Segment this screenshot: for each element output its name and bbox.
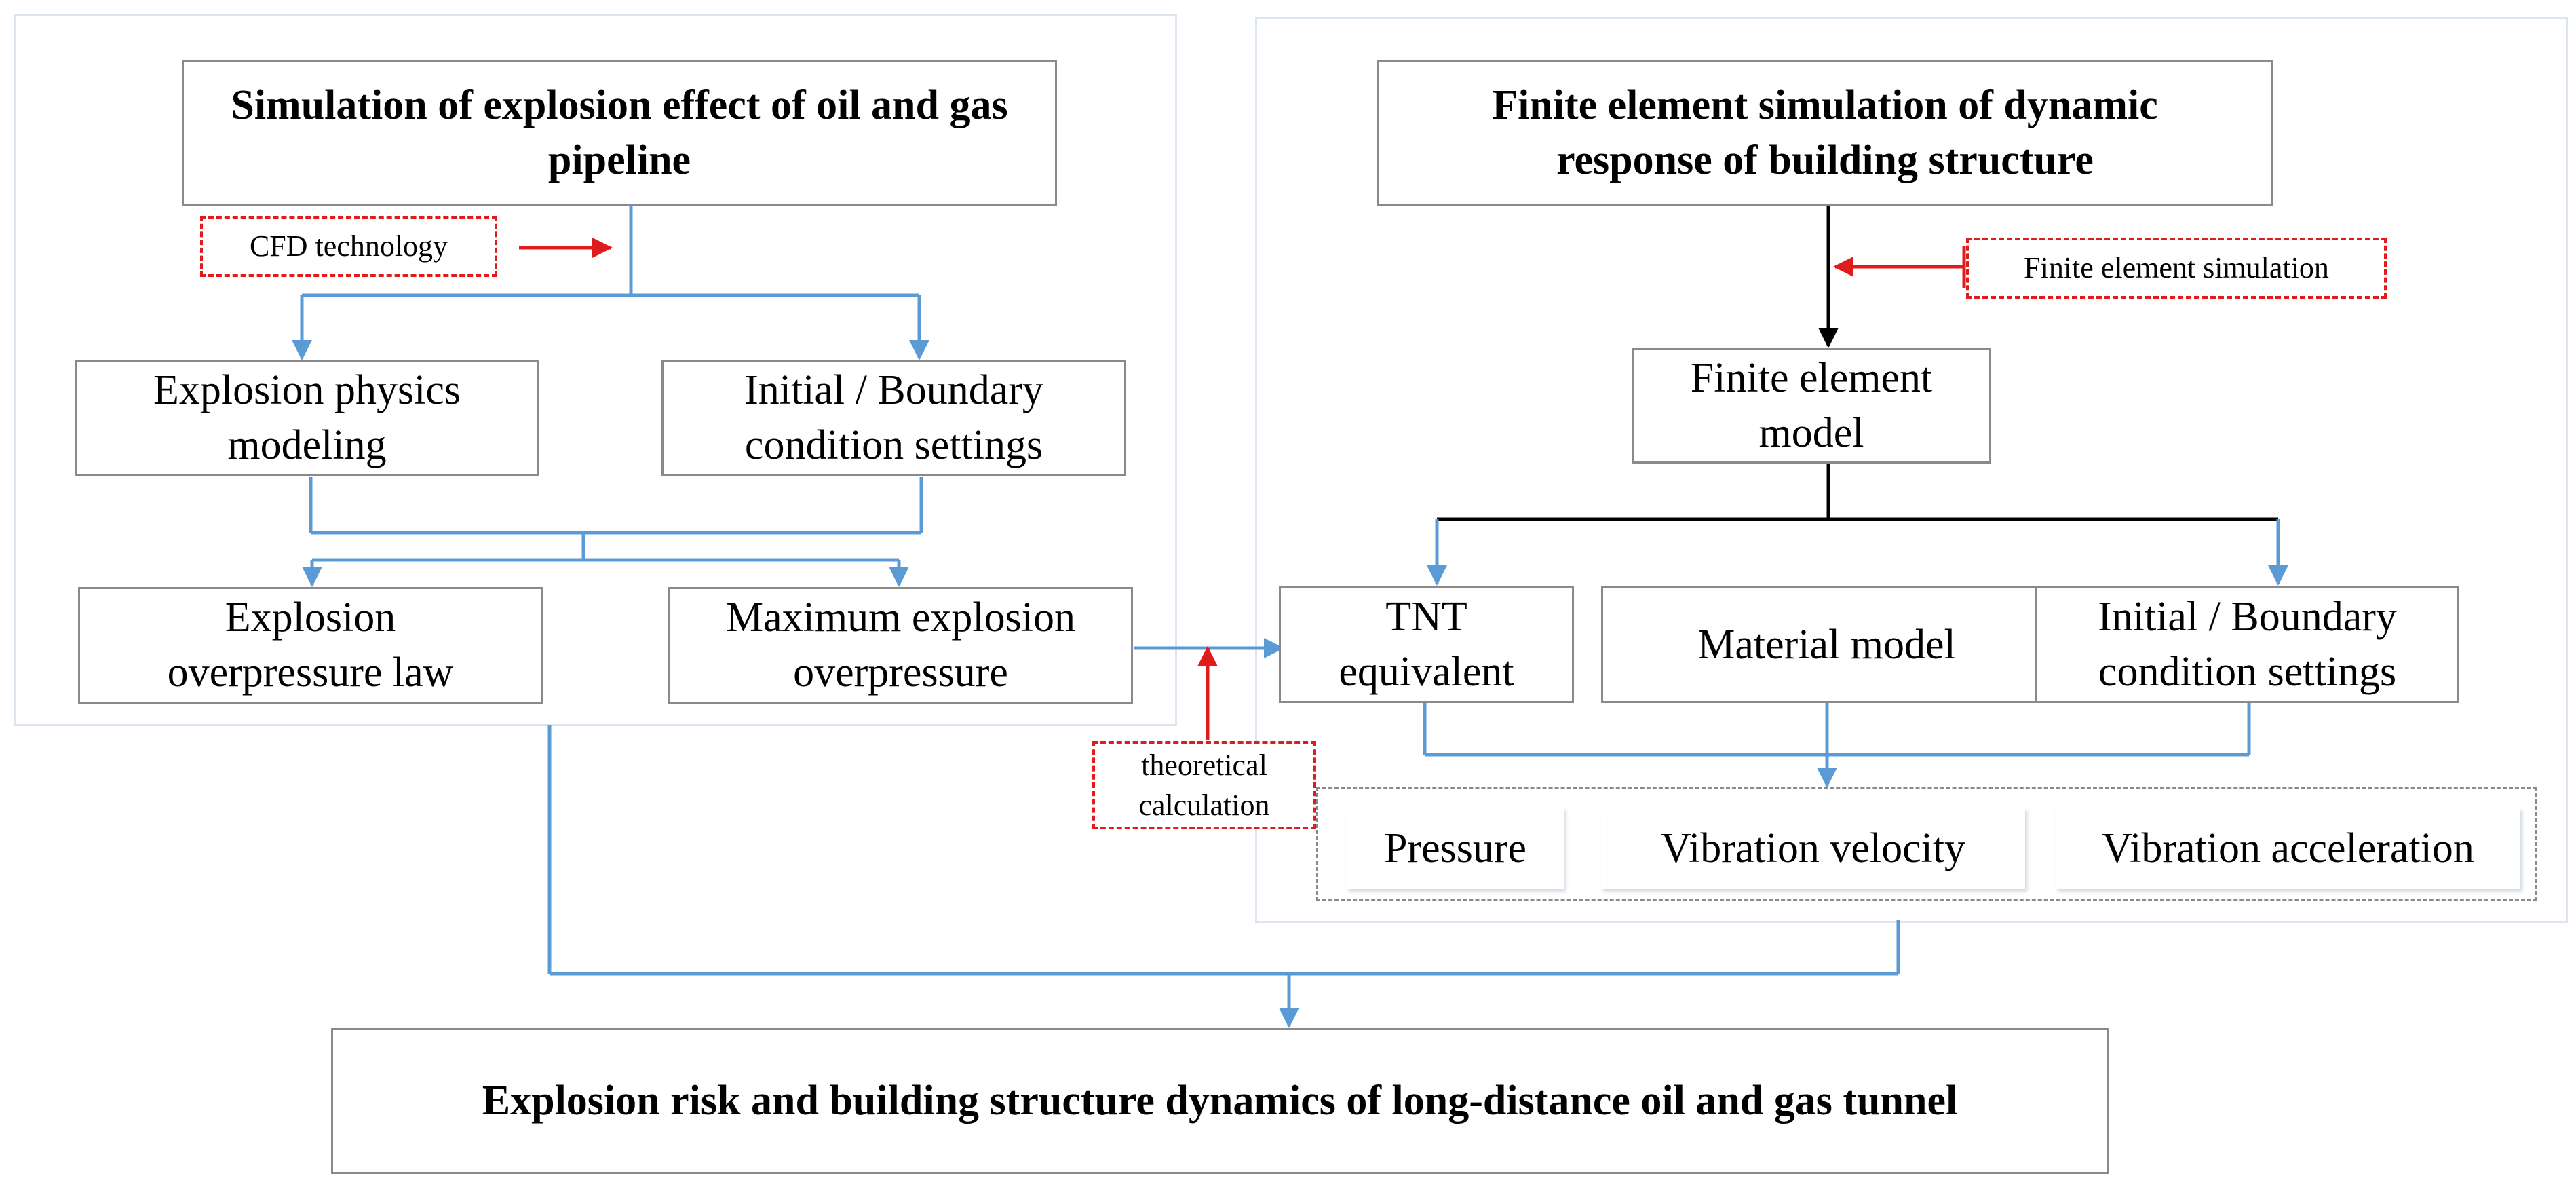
- result-velocity-text: Vibration velocity: [1660, 825, 1966, 871]
- bottom-title-box: Explosion risk and building structure dy…: [331, 1028, 2109, 1174]
- right-title-box: Finite element simulation of dynamic res…: [1377, 60, 2273, 206]
- cfd-label-box: CFD technology: [200, 216, 497, 277]
- theoretical-label-text: theoretical calculation: [1138, 748, 1270, 822]
- right-flow-lines: [1423, 205, 2288, 788]
- left-boundary-box: Initial / Boundary condition settings: [661, 360, 1126, 476]
- result-acceleration: Vibration acceleration: [2056, 808, 2520, 889]
- right-boundary-text: Initial / Boundary condition settings: [2098, 594, 2397, 695]
- result-pressure-text: Pressure: [1383, 825, 1527, 871]
- cfd-label-text: CFD technology: [249, 229, 448, 263]
- material-model-text: Material model: [1697, 621, 1956, 668]
- fe-sim-label-text: Finite element simulation: [2024, 251, 2329, 285]
- results-group: [1316, 787, 2537, 901]
- overpressure-law-text: Explosion overpressure law: [167, 594, 454, 696]
- result-pressure: Pressure: [1347, 808, 1564, 889]
- right-panel: [1255, 17, 2568, 923]
- tnt-text: TNT equivalent: [1339, 594, 1514, 695]
- result-acceleration-text: Vibration acceleration: [2102, 825, 2474, 871]
- method-arrows: [519, 238, 1966, 740]
- fe-model-text: Finite element model: [1690, 355, 1933, 456]
- explosion-physics-box: Explosion physics modeling: [75, 360, 539, 476]
- merge-lines: [547, 725, 1900, 1028]
- left-boundary-text: Initial / Boundary condition settings: [744, 367, 1043, 468]
- tnt-box: TNT equivalent: [1279, 586, 1574, 703]
- right-title-text: Finite element simulation of dynamic res…: [1492, 81, 2158, 183]
- max-overpressure-box: Maximum explosion overpressure: [668, 587, 1133, 704]
- result-velocity: Vibration velocity: [1601, 808, 2025, 889]
- left-title-text: Simulation of explosion effect of oil an…: [231, 81, 1008, 183]
- left-title-box: Simulation of explosion effect of oil an…: [182, 60, 1057, 206]
- fe-sim-label-box: Finite element simulation: [1966, 238, 2387, 299]
- left-panel: [14, 14, 1177, 726]
- theoretical-label-box: theoretical calculation: [1092, 741, 1316, 829]
- fe-model-box: Finite element model: [1632, 348, 1991, 464]
- material-model-box: Material model: [1601, 586, 2052, 703]
- left-flow-lines: [292, 205, 1284, 658]
- max-overpressure-text: Maximum explosion overpressure: [726, 594, 1075, 696]
- right-boundary-box: Initial / Boundary condition settings: [2035, 586, 2459, 703]
- explosion-physics-text: Explosion physics modeling: [153, 367, 461, 468]
- bottom-title-text: Explosion risk and building structure dy…: [482, 1078, 1958, 1124]
- overpressure-law-box: Explosion overpressure law: [78, 587, 543, 704]
